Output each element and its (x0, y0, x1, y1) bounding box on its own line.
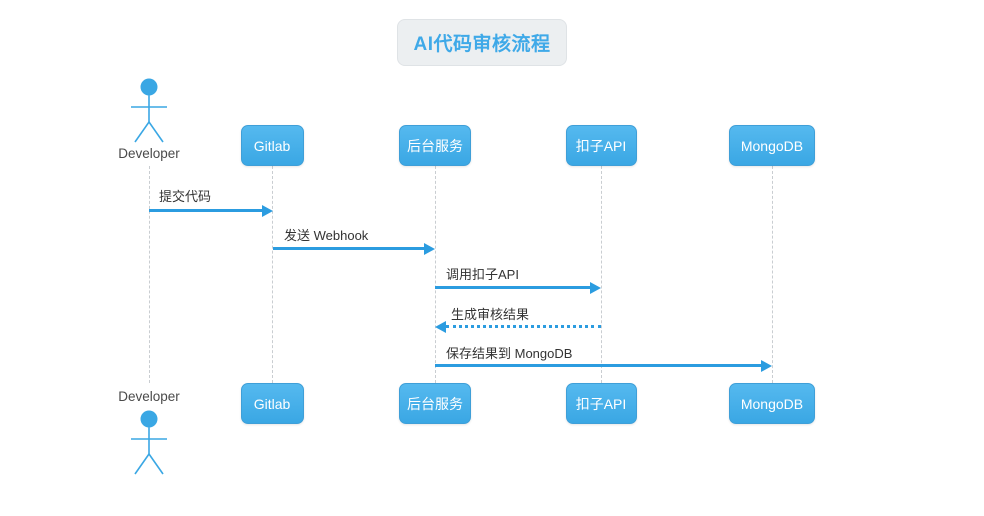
actor-label-bottom: Developer (118, 389, 180, 404)
diagram-title: AI代码审核流程 (413, 34, 551, 55)
participant-label-backend-top: 后台服务 (407, 137, 463, 154)
participant-backend-bottom[interactable]: 后台服务 (399, 383, 471, 424)
participant-gitlab-bottom[interactable]: Gitlab (240, 383, 304, 424)
participant-kouzi-bottom[interactable]: 扣子API (565, 383, 637, 424)
participant-kouzi-top[interactable]: 扣子API (565, 125, 637, 166)
participant-label-backend-bottom: 后台服务 (407, 395, 463, 412)
message-arrowhead-3 (590, 281, 601, 294)
message-arrowhead-4 (435, 320, 446, 333)
actor-figure-bottom (126, 410, 172, 476)
actor-lifeline-developer (148, 166, 150, 383)
participant-label-kouzi-bottom: 扣子API (575, 395, 627, 412)
message-arrowhead-5 (761, 359, 772, 372)
participant-gitlab-top[interactable]: Gitlab (240, 125, 304, 166)
participant-label-kouzi-top: 扣子API (575, 137, 627, 154)
participant-label-gitlab-bottom: Gitlab (253, 395, 291, 412)
message-line-2 (273, 247, 424, 250)
diagram-title-box: AI代码审核流程 (397, 19, 567, 66)
actor-stick-figure-icon (131, 410, 167, 475)
lifeline-gitlab (271, 166, 273, 383)
message-label-5: 保存结果到 MongoDB (446, 346, 573, 361)
message-line-1 (149, 209, 262, 212)
actor-stick-figure-icon (131, 78, 167, 143)
participant-backend-top[interactable]: 后台服务 (399, 125, 471, 166)
participant-mongodb-top[interactable]: MongoDB (729, 125, 815, 166)
actor-figure-top (126, 78, 172, 144)
lifeline-kouzi (600, 166, 602, 383)
lifeline-mongodb (771, 166, 773, 383)
message-label-1: 提交代码 (159, 189, 212, 204)
message-line-5 (435, 364, 761, 367)
message-label-2: 发送 Webhook (284, 228, 369, 243)
message-arrowhead-1 (262, 204, 273, 217)
message-line-4 (446, 325, 601, 328)
lifeline-backend (434, 166, 436, 383)
message-label-4: 生成审核结果 (451, 307, 530, 322)
message-arrowhead-2 (424, 242, 435, 255)
participant-label-gitlab-top: Gitlab (253, 137, 291, 154)
participant-label-mongodb-top: MongoDB (740, 137, 804, 154)
actor-label-top: Developer (118, 146, 180, 161)
message-label-3: 调用扣子API (446, 267, 519, 282)
participant-mongodb-bottom[interactable]: MongoDB (729, 383, 815, 424)
message-line-3 (435, 286, 590, 289)
participant-label-mongodb-bottom: MongoDB (740, 395, 804, 412)
